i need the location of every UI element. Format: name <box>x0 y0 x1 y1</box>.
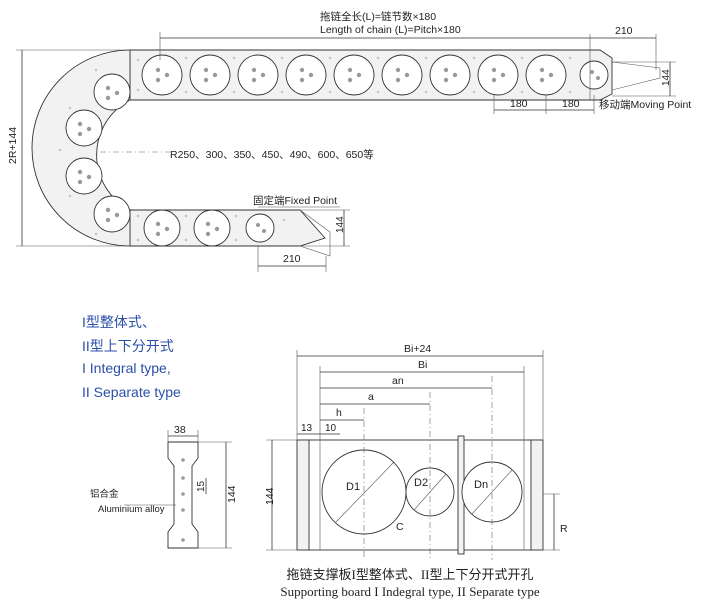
left-height-label: 2R+144 <box>7 127 19 164</box>
length-label-zh: 拖链全长(L)=链节数×180 <box>320 10 436 23</box>
link-disc <box>245 213 275 243</box>
side-width: 38 <box>174 424 186 436</box>
dim-180-b: 180 <box>562 98 580 110</box>
caption-en: Supporting board I Indegral type, II Sep… <box>280 584 540 599</box>
chain-assembly <box>31 34 661 257</box>
side-plate-view: 38 15 144 铝合金 Aluminium alloy <box>90 424 238 549</box>
alloy-label-zh: 铝合金 <box>90 488 119 500</box>
alloy-label-en: Aluminium alloy <box>98 504 165 515</box>
caption-zh: 拖链支撑板I型整体式、II型上下分开式开孔 <box>286 567 534 582</box>
board-right-rail <box>530 439 544 551</box>
link-disc <box>141 54 183 96</box>
link-disc <box>189 54 231 96</box>
type-label-line4: II Separate type <box>82 384 181 400</box>
label-d2: D2 <box>414 477 428 489</box>
dim-144-right: 144 <box>661 69 672 86</box>
lower-link-discs <box>143 209 275 247</box>
side-plate-hole <box>181 476 185 480</box>
side-plate-hole <box>181 458 185 462</box>
link-disc <box>579 60 609 90</box>
dim-144-fixed: 144 <box>335 216 346 233</box>
d1-diameter-line <box>335 461 395 523</box>
label-dn: Dn <box>474 479 488 491</box>
board-height: 144 <box>264 487 276 505</box>
fixed-end-tab <box>299 209 331 257</box>
side-plate-hole <box>181 508 185 512</box>
board-left-rail <box>296 439 310 551</box>
side-plate-hole <box>181 492 185 496</box>
chain-perforation <box>58 56 572 242</box>
link-disc <box>237 54 279 96</box>
link-disc <box>193 209 231 247</box>
upper-link-holes <box>155 67 600 83</box>
bend-link-discs <box>65 73 131 233</box>
dim-bi24: Bi+24 <box>404 343 431 355</box>
moving-point-label: 移动端Moving Point <box>599 98 691 111</box>
link-disc <box>285 54 327 96</box>
length-label-en: Length of chain (L)=Pitch×180 <box>320 24 461 36</box>
dn-diameter-line <box>471 469 513 515</box>
side-height: 144 <box>226 485 238 503</box>
link-disc <box>93 73 131 111</box>
type-label-line2: II型上下分开式 <box>82 338 174 354</box>
dim-r: R <box>560 523 568 535</box>
link-disc <box>143 209 181 247</box>
top-dimensions: 拖链全长(L)=链节数×180 Length of chain (L)=Pitc… <box>7 10 691 272</box>
type-label-line3: I Integral type, <box>82 360 171 376</box>
fixed-point-label: 固定端Fixed Point <box>253 194 337 207</box>
link-disc <box>65 109 103 147</box>
dim-an: an <box>392 375 404 387</box>
side-plate-hole <box>181 538 185 542</box>
dim-210-bottom: 210 <box>283 253 301 265</box>
label-c: C <box>396 521 404 533</box>
dim-10: 10 <box>325 423 337 434</box>
link-disc <box>65 157 103 195</box>
support-board-view: D1 D2 Dn C Bi+24 Bi an a h 13 10 144 R <box>264 343 568 560</box>
type-label-line1: I型整体式、 <box>82 314 156 330</box>
dim-h: h <box>336 407 342 419</box>
bend-link-holes <box>77 85 120 223</box>
dim-210-top: 210 <box>615 25 633 37</box>
link-disc <box>381 54 423 96</box>
dim-a: a <box>368 391 374 403</box>
dim-bi: Bi <box>418 359 427 371</box>
radius-list: R250、300、350、450、490、600、650等 <box>170 148 374 161</box>
lower-link-holes <box>155 221 266 237</box>
link-disc <box>333 54 375 96</box>
link-disc <box>477 54 519 96</box>
upper-link-discs <box>141 54 609 96</box>
label-d1: D1 <box>346 481 360 493</box>
link-disc <box>93 195 131 233</box>
moving-end-tab <box>611 61 661 91</box>
dim-180-a: 180 <box>510 98 528 110</box>
link-disc <box>525 54 567 96</box>
side-hole: 15 <box>196 480 207 492</box>
link-disc <box>429 54 471 96</box>
dim-13: 13 <box>301 423 313 434</box>
